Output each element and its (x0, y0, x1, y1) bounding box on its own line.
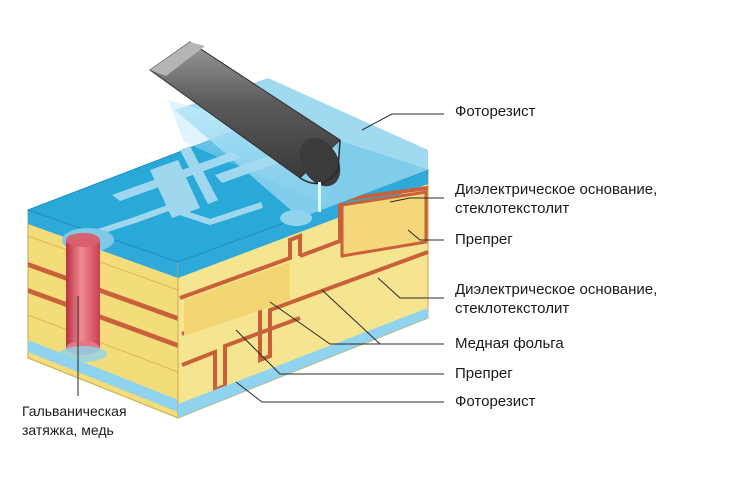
leader-photoresist-top (361, 113, 444, 131)
label-plating-line2: затяжка, медь (22, 422, 114, 438)
roller-icon (149, 41, 341, 212)
leader-prepreg-bottom (235, 329, 444, 375)
leader-dielectric-top (389, 197, 444, 203)
exposure-light-beam (168, 100, 340, 205)
leader-prepreg-top (407, 229, 444, 241)
label-dielectric-mid: Диэлектрическое основание, стеклотекстол… (455, 280, 657, 318)
label-dielectric-top: Диэлектрическое основание, стеклотекстол… (455, 180, 657, 218)
label-dielectric-top-line1: Диэлектрическое основание, (455, 181, 658, 198)
label-dielectric-mid-line2: стеклотекстолит (455, 300, 570, 317)
label-copper-foil: Медная фольга (455, 335, 564, 352)
leader-dielectric-mid (377, 277, 444, 299)
label-dielectric-top-line2: стеклотекстолит (455, 200, 570, 217)
label-prepreg-top: Препрег (455, 231, 513, 248)
leader-copper-foil-2 (269, 301, 380, 345)
board-right-face (177, 169, 429, 419)
label-prepreg-bottom: Препрег (455, 365, 513, 382)
label-photoresist-top: Фоторезист (455, 103, 536, 120)
label-plating-line1: Гальваническая (22, 403, 127, 419)
via-plating-icon (59, 233, 107, 362)
label-dielectric-mid-line1: Диэлектрическое основание, (455, 281, 658, 298)
label-photoresist-bottom: Фоторезист (455, 393, 536, 410)
leader-lines (77, 113, 444, 403)
leader-photoresist-bottom (235, 381, 444, 403)
label-plating: Гальваническая затяжка, медь (22, 402, 127, 440)
